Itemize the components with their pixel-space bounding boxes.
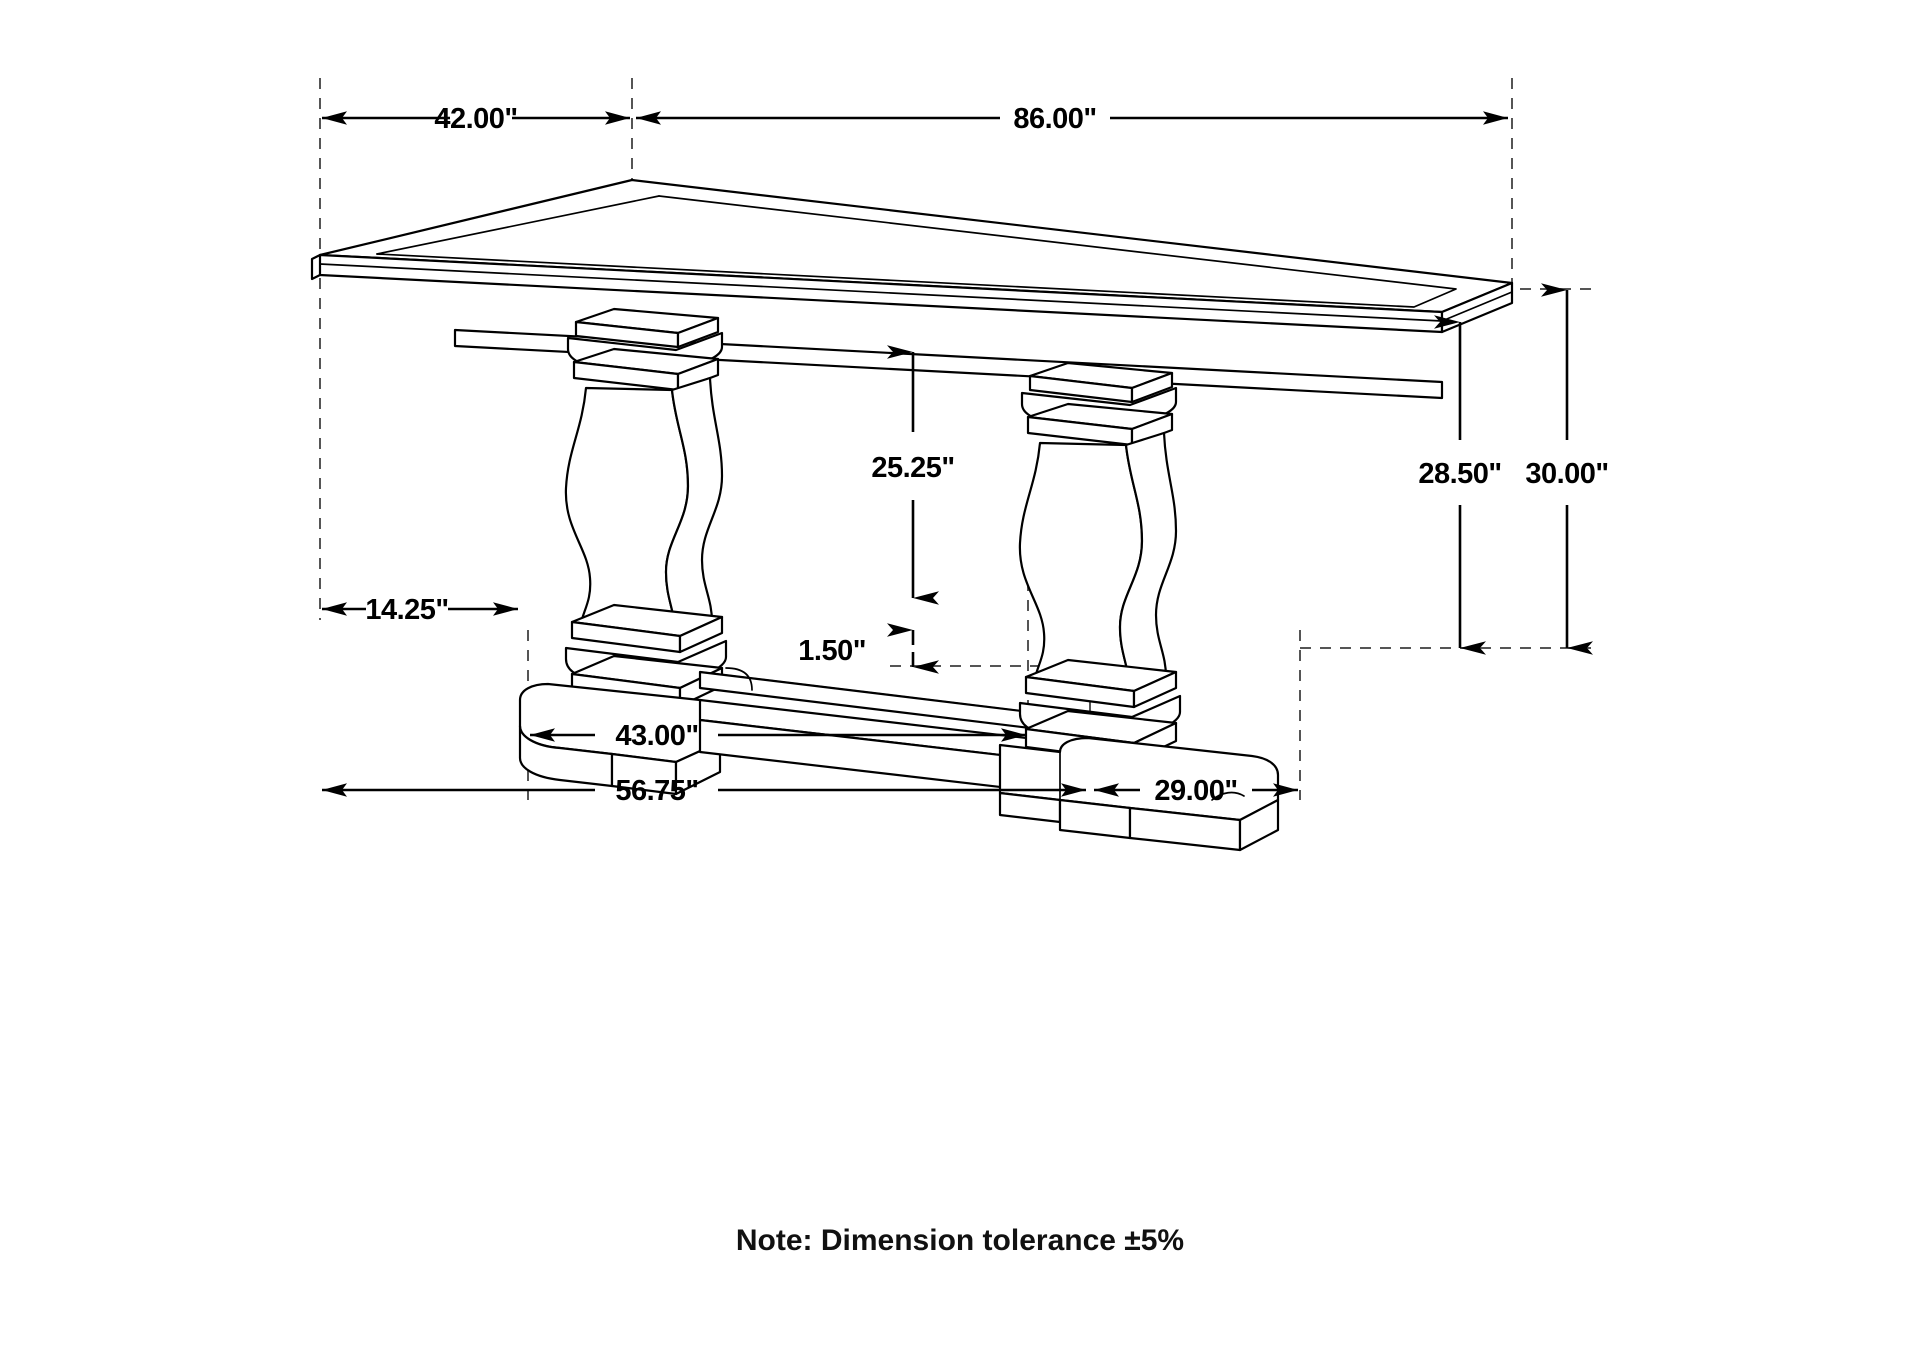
dim-43-label: 43.00" [615, 720, 698, 752]
dim-2850-label: 28.50" [1418, 458, 1501, 490]
right-foot-side [1238, 798, 1280, 852]
left-pedestal-lowplate-side [678, 615, 724, 654]
left-pedestal-cap-side [676, 316, 720, 349]
dim-150-label: 1.50" [798, 635, 866, 667]
right-pedestal-cap-side [1130, 371, 1174, 404]
right-foot-front-mid [1058, 798, 1132, 840]
tolerance-note: Note: Dimension tolerance ±5% [736, 1224, 1184, 1257]
dimension-1-50: 1.50" [798, 623, 939, 674]
dimension-56-75: 56.75" [322, 775, 1086, 807]
dimension-28-50: 28.50" [1418, 315, 1502, 655]
left-pedestal-plate2-side [676, 357, 720, 392]
table-illustration [310, 178, 1514, 852]
left-pedestal-baluster-side [664, 376, 724, 642]
right-foot-notch-detail [1211, 791, 1245, 801]
dim-42-label: 42.00" [434, 103, 517, 135]
dimension-29: 29.00" [1094, 775, 1298, 807]
right-pedestal-lowplate-side [1132, 670, 1178, 709]
dim-86-label: 86.00" [1013, 103, 1096, 135]
dim-29-label: 29.00" [1154, 775, 1237, 807]
dim-5675-label: 56.75" [615, 775, 698, 807]
dimension-42: 42.00" [322, 103, 630, 135]
dimension-30: 30.00" [1525, 283, 1609, 655]
extension-lines [319, 78, 1600, 800]
table-top-inset-left-edge [376, 195, 660, 255]
dimension-43: 43.00" [530, 720, 1026, 752]
table-top-left-end [310, 253, 322, 281]
dim-1425-label: 14.25" [365, 594, 448, 626]
dimension-86: 86.00" [636, 103, 1508, 135]
right-pedestal-plate2-side [1130, 412, 1174, 447]
dim-30-label: 30.00" [1525, 458, 1608, 490]
dim-2525-label: 25.25" [871, 452, 954, 484]
table-top-inset-panel [376, 195, 1457, 308]
dimension-14-25: 14.25" [322, 594, 518, 626]
table-top-edge-reveal [319, 263, 1443, 322]
stretcher-left-fillet [725, 667, 753, 691]
right-pedestal-baluster-side [1118, 431, 1178, 697]
dimension-25-25: 25.25" [871, 345, 955, 605]
